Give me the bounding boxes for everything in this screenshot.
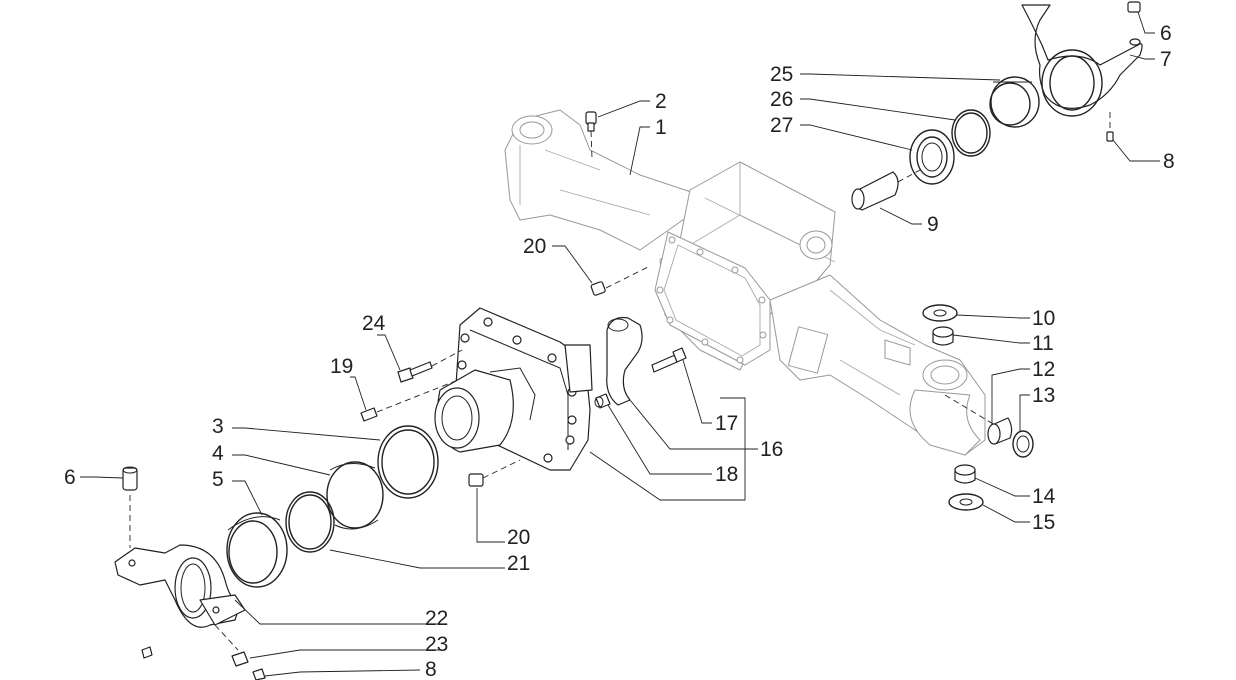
part-16-bearing-cap (606, 316, 643, 406)
callout-6-top: 6 (1160, 22, 1172, 45)
parts-25-26-27-9 (851, 76, 1040, 211)
callout-17: 17 (715, 412, 738, 435)
callout-4: 4 (212, 442, 224, 465)
callout-16: 16 (760, 438, 783, 461)
callout-9: 9 (927, 213, 939, 236)
callout-13: 13 (1032, 384, 1055, 407)
part-18-pin (594, 393, 611, 409)
callout-21: 21 (507, 552, 530, 575)
callout-8-top: 8 (1163, 150, 1175, 173)
callout-2: 2 (655, 90, 667, 113)
callout-labels: 1 2 6 7 25 26 27 8 9 20 10 11 12 13 14 1… (64, 22, 1175, 680)
part-19-pin (360, 379, 459, 422)
callout-15: 15 (1032, 511, 1055, 534)
callout-20-top: 20 (523, 235, 546, 258)
callout-18: 18 (715, 463, 738, 486)
part-17-bolt (651, 347, 687, 373)
callout-22: 22 (425, 607, 448, 630)
callout-11: 11 (1032, 332, 1054, 355)
callout-20-bottom: 20 (507, 526, 530, 549)
callout-19: 19 (330, 355, 353, 378)
part-22-knuckle-bottom (114, 466, 266, 680)
parts-10-11-14-15 (922, 304, 984, 511)
flange-housing (434, 307, 593, 471)
part-24-bolt (397, 349, 463, 383)
callout-14: 14 (1032, 485, 1056, 508)
callout-26: 26 (770, 88, 793, 111)
callout-24: 24 (362, 312, 386, 335)
parts-12-13 (944, 394, 1034, 458)
callout-25: 25 (770, 63, 793, 86)
callout-3: 3 (212, 415, 224, 438)
callout-12: 12 (1032, 358, 1055, 381)
callout-5: 5 (212, 468, 224, 491)
callout-6-left: 6 (64, 466, 76, 489)
axle-housing (504, 109, 986, 456)
callout-1: 1 (655, 116, 667, 139)
callout-10: 10 (1032, 307, 1055, 330)
part-20-plug-top (590, 265, 651, 296)
part-20-plug-bottom (468, 459, 521, 487)
leader-lines (80, 11, 1160, 677)
callout-8-bottom: 8 (425, 658, 437, 680)
callout-7: 7 (1160, 48, 1172, 71)
callout-27: 27 (770, 114, 793, 137)
part-2-breather (585, 111, 597, 159)
part-7-knuckle-top (1021, 1, 1143, 142)
callout-23: 23 (425, 633, 448, 656)
rings-3-4-5-21 (226, 425, 439, 588)
